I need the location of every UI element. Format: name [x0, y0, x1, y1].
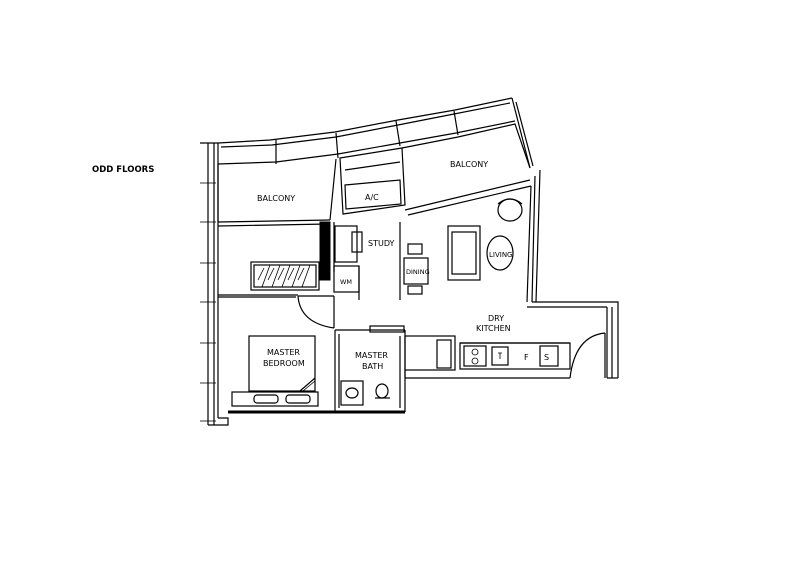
exterior-wall-left: [200, 142, 219, 425]
wardrobe: [250, 261, 320, 291]
interior-walls: [218, 222, 401, 300]
dry-kitchen-label-1: DRY: [488, 314, 504, 323]
balcony-facade: [217, 97, 534, 169]
living-area: LIVING: [447, 198, 523, 281]
master-bedroom-label-2: BEDROOM: [263, 359, 305, 368]
balcony-left: BALCONY: [217, 158, 337, 227]
balcony-right-label: BALCONY: [450, 160, 488, 169]
master-bath-label-2: BATH: [362, 362, 383, 371]
ac-ledge: A/C: [339, 147, 406, 215]
study-label: STUDY: [368, 239, 395, 248]
dining-label: DINING: [406, 268, 430, 276]
entrance-door: [569, 332, 606, 379]
master-bath: MASTER BATH: [334, 325, 406, 414]
dry-kitchen-label-2: KITCHEN: [476, 324, 511, 333]
study-partition: STUDY: [319, 221, 395, 281]
ac-label: A/C: [365, 193, 379, 202]
balcony-left-label: BALCONY: [257, 194, 295, 203]
washing-machine: WM: [333, 265, 360, 300]
master-bedroom-label-1: MASTER: [267, 348, 300, 357]
store-label: S: [544, 353, 549, 362]
balcony-right: BALCONY: [401, 123, 532, 216]
utility-cabinet: [404, 335, 456, 378]
exterior-wall-right: [526, 169, 619, 379]
fridge-label: F: [524, 353, 529, 362]
floor-label: ODD FLOORS: [92, 165, 154, 175]
wm-label: WM: [340, 278, 352, 286]
bedroom-door: [297, 295, 335, 329]
living-label: LIVING: [489, 251, 512, 259]
master-bath-label-1: MASTER: [355, 351, 388, 360]
master-bedroom: MASTER BEDROOM: [208, 335, 335, 426]
dry-kitchen: DRY KITCHEN F S: [405, 314, 571, 379]
dining-area: DINING: [403, 243, 430, 295]
